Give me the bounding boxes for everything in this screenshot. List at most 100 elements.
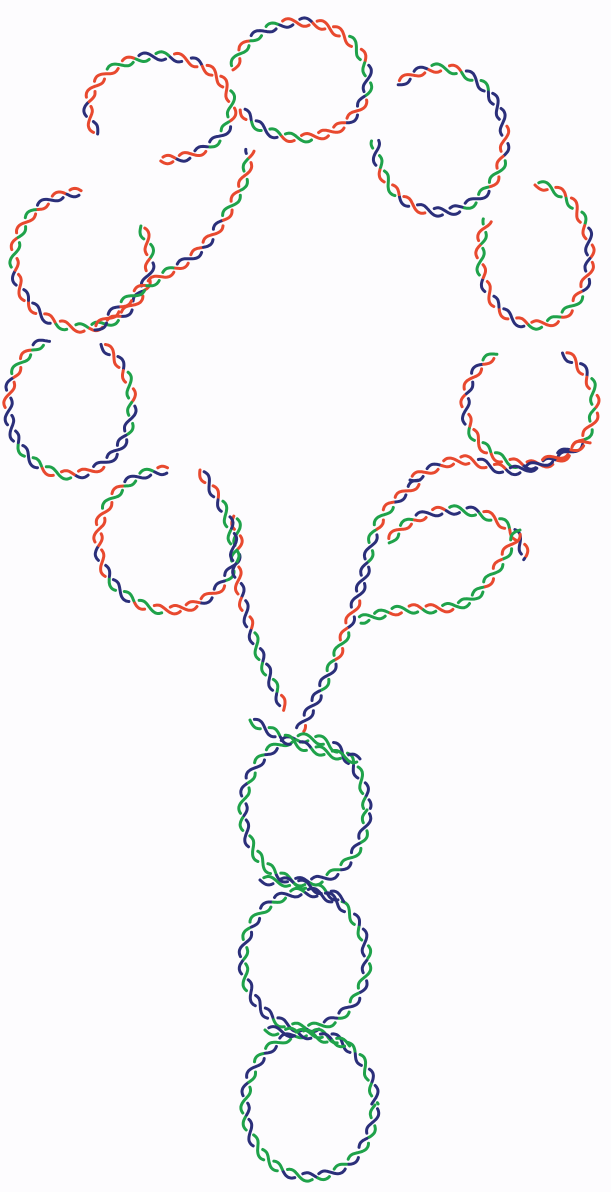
rope-strand-green [350,993,358,1002]
rope-strand-green [266,23,278,27]
rope-strand-red [11,238,17,249]
rope-strand-blue [10,415,14,441]
rope-strand-blue [276,694,280,706]
rope-strand-green [237,550,239,562]
stem-loop-2 [239,888,370,1031]
rope-strand-red [99,534,102,546]
rope-strand-blue [252,918,260,927]
rope-strand-green [482,232,487,243]
rope-strand-red [134,602,144,609]
rope-strand-blue [585,259,590,272]
rope-strand-red [426,605,453,612]
rope-strand-blue [369,800,371,809]
rope-strand-green [127,372,131,398]
rope-strand-green [483,443,491,452]
rope-strand-green [366,83,372,96]
rope-strand-blue [493,93,500,119]
rope-strand-red [123,371,126,383]
rope-strand-blue [249,630,253,643]
rope-strand-green [548,317,560,321]
rope-strand-green [244,948,248,960]
rope-strand-red [240,598,243,610]
rope-strand-blue [248,980,255,1006]
rope-strand-red [62,471,75,475]
rope-strand-red [70,188,81,190]
rope-strand-green [477,248,484,275]
rope-strand-green [227,91,234,117]
rope-strand-blue [369,1069,373,1082]
rope-strand-blue [13,272,17,286]
rope-strand-green [368,1126,375,1138]
rope-strand-green [362,810,367,823]
rope-strand-green [125,481,136,486]
rope-strand-blue [191,58,201,65]
rope-strand-red [389,613,401,615]
rope-strand-red [52,192,65,196]
rope-strand-red [525,544,528,557]
rope-strand-red [133,389,136,402]
rope-strand-red [89,92,95,102]
rope-strand-red [145,259,149,271]
rope-strand-blue [280,25,293,27]
rope-strand-red [510,459,522,464]
rope-strand-blue [481,279,484,291]
rope-strand-blue [319,1169,345,1174]
upper-loop-7 [4,340,136,479]
upper-loop-2 [231,18,372,142]
rope-strand-green [33,345,44,350]
rope-strand-red [450,65,461,71]
rope-strand-red [233,59,240,70]
rope-strand-blue [106,565,110,576]
rope-strand-blue [176,158,190,161]
rope-strand-red [469,414,471,426]
rope-strand-blue [312,874,338,879]
rope-strand-blue [365,783,368,797]
rope-strand-blue [170,57,181,62]
rope-strand-red [376,520,383,530]
rope-strand-blue [507,470,520,475]
rope-strand-blue [526,462,553,466]
rope-strand-red [19,274,25,300]
rope-strand-red [361,49,366,61]
rope-strand-red [221,76,229,101]
rope-strand-green [462,73,472,81]
rope-strand-blue [467,382,473,394]
rope-strand-red [236,567,242,594]
rope-strand-green [268,864,276,873]
rope-strand-blue [361,563,367,575]
rope-strand-red [101,550,106,577]
rope-strand-red [497,156,503,168]
rope-strand-red [494,464,505,469]
rope-strand-green [266,1039,291,1048]
rope-strand-green [293,1023,306,1028]
rope-strand-red [230,108,236,121]
rope-strand-red [429,70,441,73]
rope-strand-red [334,123,345,127]
rope-strand-blue [463,399,470,425]
rope-strand-blue [94,454,118,466]
rope-strand-green [274,1161,283,1169]
rope-strand-green [363,63,365,76]
rope-strand-blue [6,378,13,390]
rope-strand-red [302,134,329,139]
rope-strand-red [161,161,173,164]
rope-strand-red [122,57,134,61]
rope-strand-blue [465,191,489,203]
upper-loop-4 [476,182,594,330]
rope-strand-green [136,59,149,62]
rope-strand-red [444,458,469,464]
rope-strand-green [350,36,361,59]
upper-loop-8 [94,466,242,614]
rope-strand-blue [239,932,251,956]
rope-strand-blue [246,149,247,153]
rope-strand-green [358,927,362,940]
rope-strand-green [312,749,324,755]
rope-strand-green [327,661,334,671]
rope-strand-blue [76,475,89,478]
rope-strand-green [369,530,376,542]
rope-strand-red [179,151,206,155]
rope-strand-blue [300,742,311,748]
rope-strand-blue [177,252,201,264]
rope-strand-green [107,62,133,69]
